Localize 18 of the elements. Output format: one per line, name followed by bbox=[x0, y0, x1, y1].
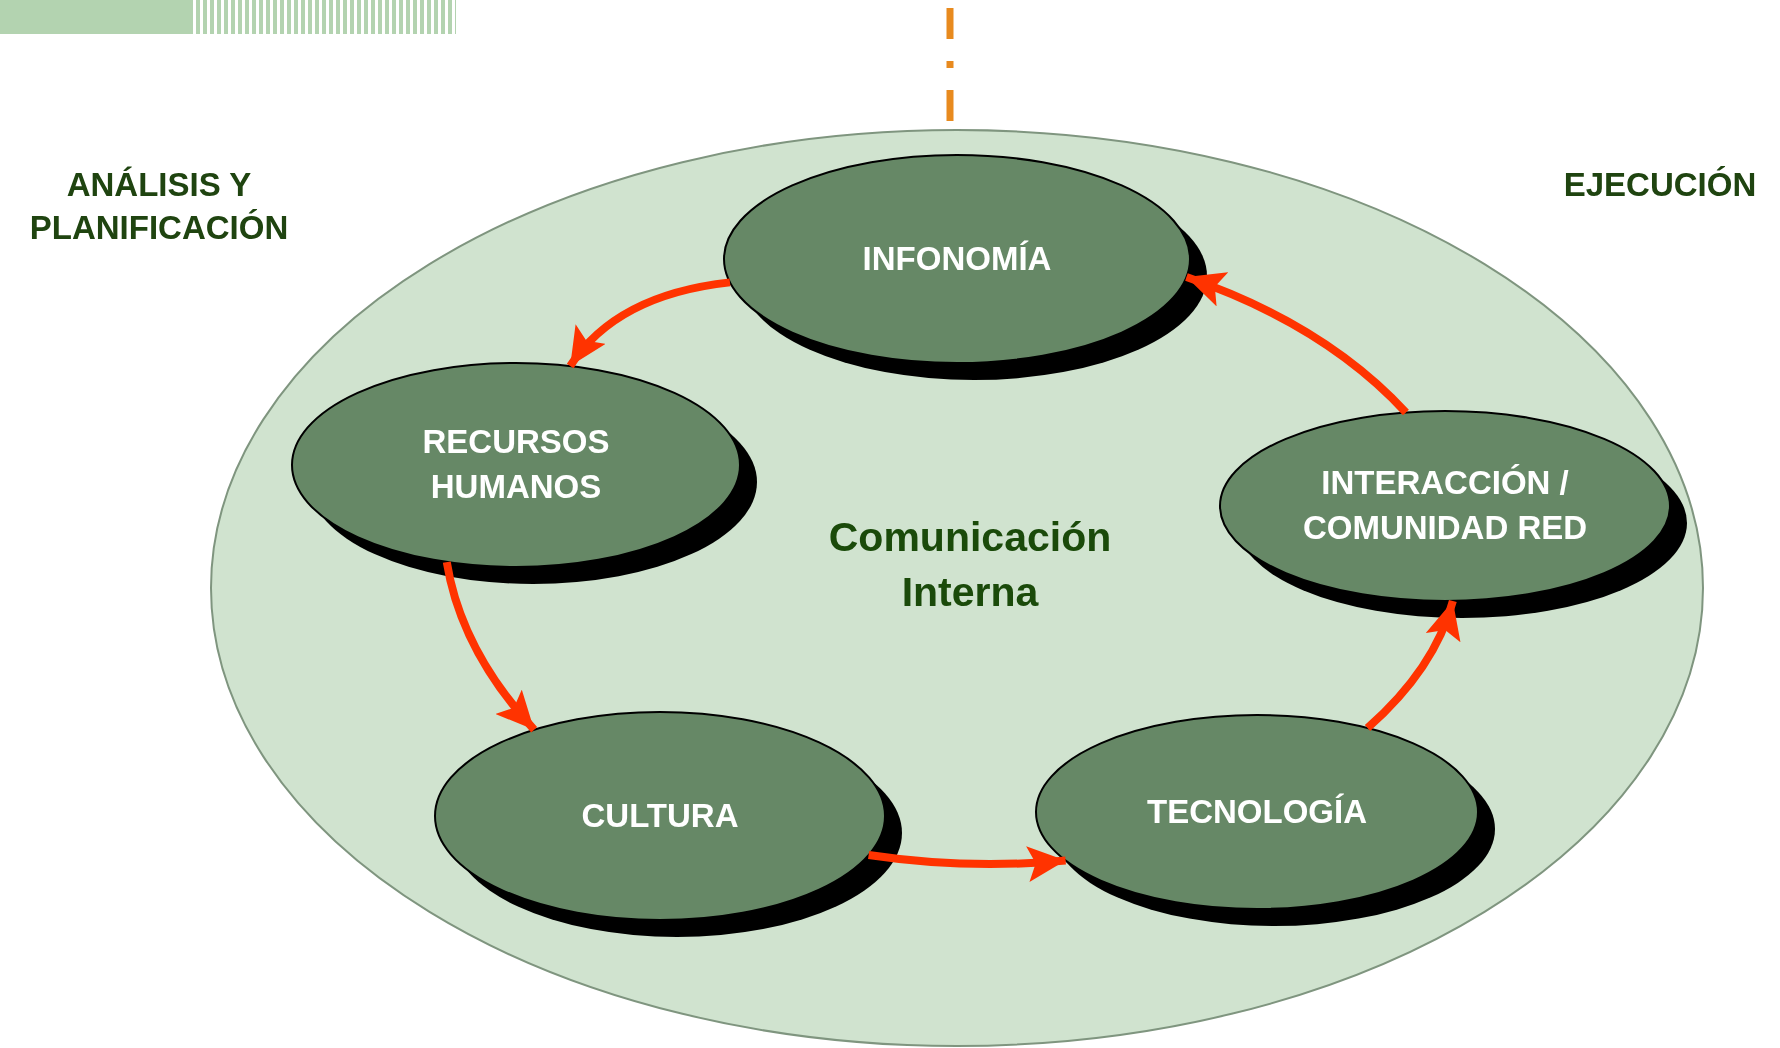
node-label: INTERACCIÓN / COMUNIDAD RED bbox=[1301, 463, 1589, 548]
curved-arrow bbox=[868, 845, 1066, 882]
node-label: CULTURA bbox=[580, 795, 740, 836]
phase-label: EJECUCIÓN bbox=[1562, 164, 1758, 205]
ellipse-node bbox=[1218, 409, 1689, 620]
center-title: Comunicación Interna bbox=[827, 512, 1113, 617]
curved-arrow bbox=[566, 278, 731, 369]
curved-arrow bbox=[442, 561, 538, 733]
curved-arrow bbox=[1364, 599, 1460, 731]
node-label: INFONOMÍA bbox=[861, 238, 1053, 279]
ellipse-node bbox=[722, 153, 1209, 382]
node-label: RECURSOS HUMANOS bbox=[421, 422, 611, 507]
curved-arrow bbox=[1185, 273, 1409, 416]
ellipse-node bbox=[433, 710, 904, 939]
phase-label: ANÁLISIS Y PLANIFICACIÓN bbox=[28, 165, 290, 248]
ellipse-node bbox=[290, 361, 759, 586]
node-label: TECNOLOGÍA bbox=[1146, 791, 1368, 832]
ellipse-node bbox=[1034, 713, 1497, 928]
